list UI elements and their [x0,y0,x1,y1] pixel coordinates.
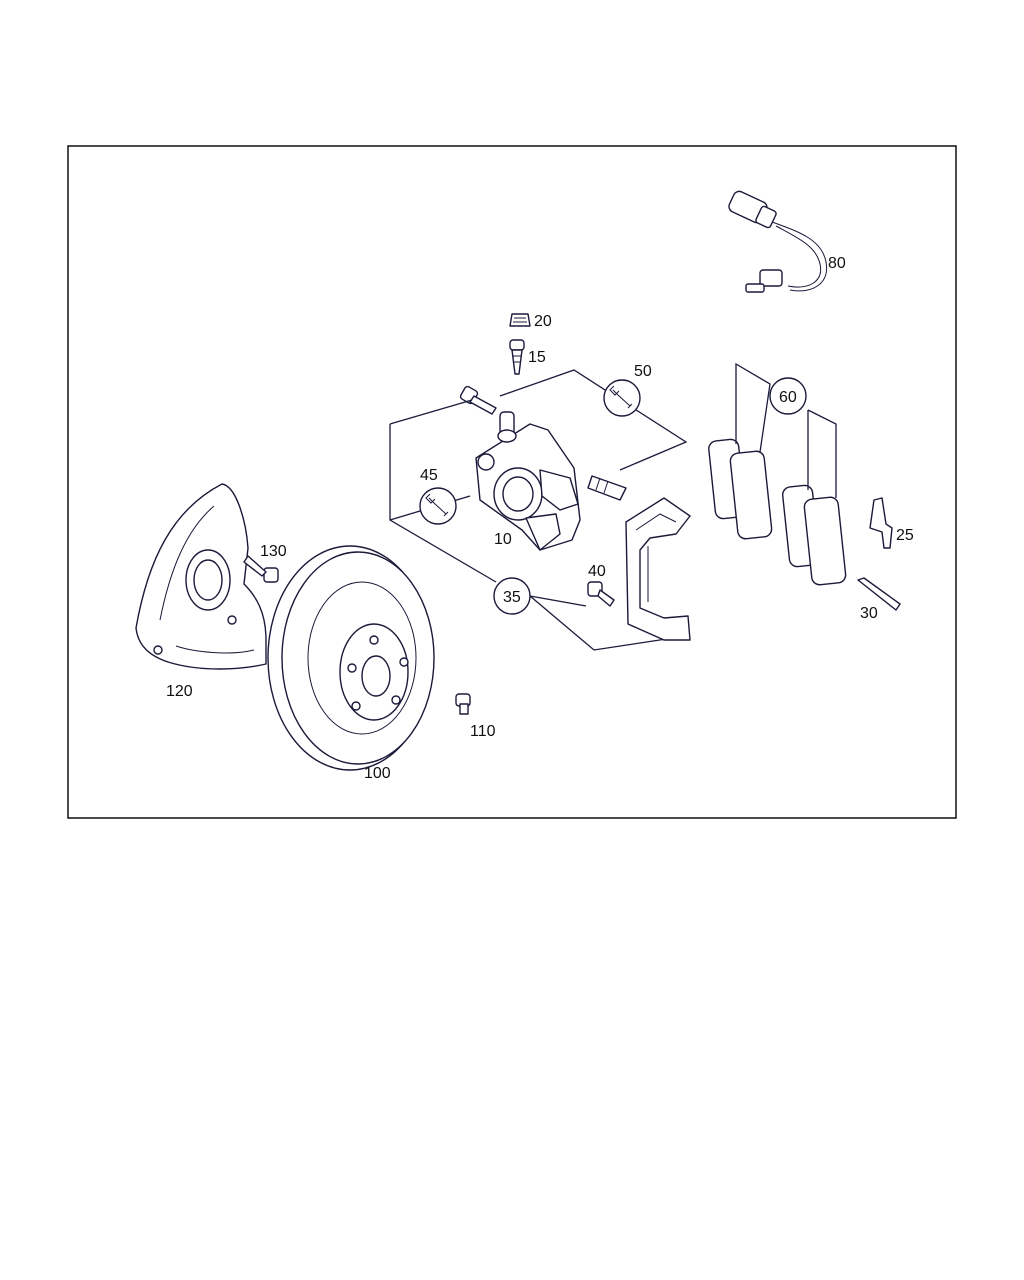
brake-pads-part[interactable] [708,362,847,586]
label-40: 40 [588,563,606,580]
shield-bolt-part[interactable] [243,555,279,583]
wrench-icon [609,385,633,409]
label-110: 110 [470,723,496,740]
guide-pin-part[interactable] [587,475,627,501]
caliper-carrier-part[interactable] [625,497,691,641]
label-50: 50 [634,363,652,380]
label-45: 45 [420,467,438,484]
label-25: 25 [896,527,914,544]
label-10: 10 [494,531,512,548]
disc-screw-part[interactable] [455,693,471,715]
label-30: 30 [860,605,878,622]
wear-sensor-part[interactable] [727,189,828,293]
pad-pin-part[interactable] [857,577,901,611]
kit-reference-35[interactable] [493,577,531,615]
label-80: 80 [828,255,846,272]
tightening-torque-50[interactable] [603,379,641,417]
label-60: 60 [779,389,797,406]
label-100: 100 [364,765,391,782]
carrier-bolt-part[interactable] [587,581,615,607]
bleeder-screw-part[interactable] [509,339,525,375]
brake-disc-part[interactable] [267,545,435,771]
caliper-bolt-part[interactable] [459,385,497,415]
pad-spring-part[interactable] [869,497,893,549]
wrench-icon [425,493,449,517]
splash-shield-part[interactable] [135,483,267,670]
label-15: 15 [528,349,546,366]
brake-caliper-part[interactable] [475,411,581,551]
tightening-torque-45[interactable] [419,487,457,525]
label-20: 20 [534,313,552,330]
diagram-frame [67,145,957,819]
bleeder-cap-part[interactable] [509,313,531,327]
label-35: 35 [503,589,521,606]
label-130: 130 [260,543,287,560]
label-120: 120 [166,683,193,700]
